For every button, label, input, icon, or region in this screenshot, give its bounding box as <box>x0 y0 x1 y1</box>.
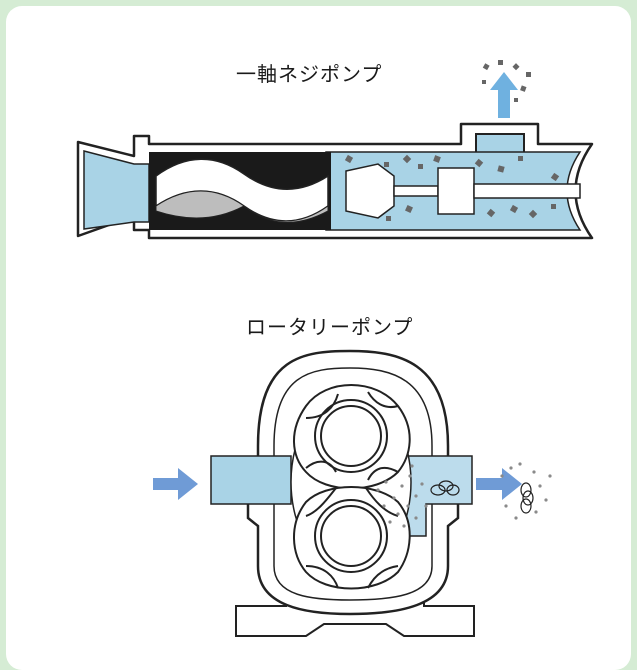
discharged-rings <box>520 482 534 514</box>
rotary-particles <box>376 464 428 528</box>
rotor-shadow <box>155 190 329 223</box>
discharge-arrow-icon <box>490 72 518 118</box>
coupling <box>345 163 395 219</box>
discharge-nozzle <box>475 133 525 154</box>
discharge-particles <box>482 60 531 102</box>
outlet-arrow-icon <box>476 468 522 500</box>
rotary-pump-title: ロータリーポンプ <box>246 315 414 339</box>
particle-rings <box>430 480 460 496</box>
upper-rotor <box>293 384 411 490</box>
screw-pump-particles <box>344 154 560 221</box>
output-shaft <box>473 183 581 199</box>
joint-block <box>437 167 475 215</box>
drive-shaft <box>393 185 439 197</box>
screw-pump-title: 一軸ネジポンプ <box>236 62 383 86</box>
discharged-particles <box>500 462 552 520</box>
inlet-channel <box>210 455 292 505</box>
inlet-arrow-icon <box>153 468 198 500</box>
diagram-card: 一軸ネジポンプ ロータリーポンプ <box>6 6 631 670</box>
screw-pump-diagram <box>76 60 594 637</box>
lower-rotor <box>293 486 411 590</box>
